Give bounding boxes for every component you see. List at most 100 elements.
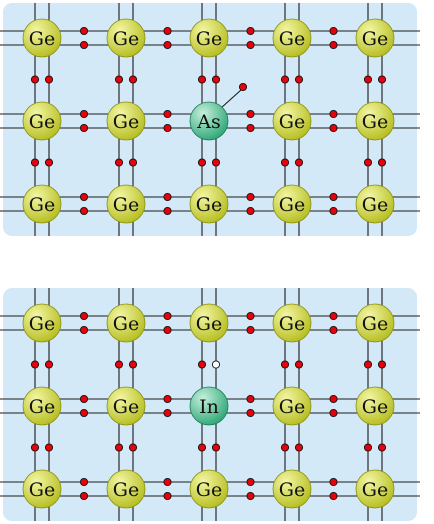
- bond-electron: [79, 109, 89, 119]
- bond-electron: [246, 477, 255, 487]
- host-atom: Ge: [22, 303, 62, 343]
- bond-electron: [79, 491, 89, 501]
- host-atom: Ge: [189, 303, 229, 343]
- atom-sphere: [106, 184, 146, 224]
- bond-electron: [163, 477, 172, 487]
- bond-electron: [363, 158, 373, 167]
- bond-electron: [329, 40, 338, 50]
- bond-electron: [211, 443, 221, 452]
- atom-sphere: [272, 469, 312, 509]
- atom-label: Ge: [29, 313, 55, 335]
- atom-sphere: [355, 18, 395, 58]
- atom-label: Ge: [362, 479, 388, 501]
- bond-electron: [329, 109, 338, 119]
- atom-label: Ge: [279, 194, 305, 216]
- host-atom: Ge: [272, 101, 312, 141]
- hole: [211, 360, 221, 369]
- bond-electron: [163, 123, 172, 133]
- bond-electron: [246, 311, 255, 321]
- host-atom: Ge: [106, 184, 146, 224]
- bond-electron: [79, 192, 89, 202]
- bond-electron: [114, 75, 124, 84]
- bond-electron: [246, 123, 255, 133]
- bond-electron: [363, 443, 373, 452]
- bond-electron: [329, 311, 338, 321]
- atom-sphere: [189, 303, 229, 343]
- bond-electron: [246, 206, 255, 216]
- bond-electron: [246, 40, 255, 50]
- bond-electron: [329, 491, 338, 501]
- atom-sphere: [355, 469, 395, 509]
- atom-sphere: [272, 303, 312, 343]
- host-atom: Ge: [272, 18, 312, 58]
- atom-sphere: [189, 18, 229, 58]
- bond-electron: [197, 360, 207, 369]
- bond-electron: [377, 443, 387, 452]
- bond-electron: [377, 158, 387, 167]
- bond-electron: [114, 158, 124, 167]
- bond-electron: [44, 158, 54, 167]
- host-atom: Ge: [189, 184, 229, 224]
- bond-electron: [377, 360, 387, 369]
- atom-label: Ge: [196, 313, 222, 335]
- atom-sphere: [189, 101, 229, 141]
- bond-electron: [246, 325, 255, 335]
- bond-electron: [114, 443, 124, 452]
- atom-sphere: [189, 184, 229, 224]
- atom-label: As: [196, 111, 220, 133]
- bond-electron: [246, 109, 255, 119]
- host-atom: Ge: [106, 101, 146, 141]
- atom-sphere: [272, 184, 312, 224]
- bond-electron: [163, 40, 172, 50]
- atom-sphere: [355, 101, 395, 141]
- bond-electron: [197, 75, 207, 84]
- atom-sphere: [189, 386, 229, 426]
- bond-electron: [280, 360, 290, 369]
- bond-electron: [79, 477, 89, 487]
- bond-electron: [163, 26, 172, 36]
- atom-label: Ge: [29, 111, 55, 133]
- atom-sphere: [189, 469, 229, 509]
- bond-electron: [246, 408, 255, 418]
- atom-label: Ge: [113, 111, 139, 133]
- bond-electron: [377, 75, 387, 84]
- host-atom: Ge: [22, 386, 62, 426]
- dopant-atom: In: [189, 386, 229, 426]
- bond-electron: [30, 360, 40, 369]
- extra-electron: [238, 82, 248, 92]
- bond-electron: [246, 192, 255, 202]
- atom-sphere: [22, 303, 62, 343]
- bond-electron: [128, 158, 138, 167]
- atom-sphere: [106, 18, 146, 58]
- bond-electron: [329, 477, 338, 487]
- host-atom: Ge: [106, 469, 146, 509]
- atom-label: Ge: [29, 396, 55, 418]
- atom-label: Ge: [362, 313, 388, 335]
- bond-electron: [197, 158, 207, 167]
- atom-sphere: [106, 303, 146, 343]
- atom-label: Ge: [279, 396, 305, 418]
- bond-electron: [163, 311, 172, 321]
- host-atom: Ge: [22, 18, 62, 58]
- atom-label: In: [199, 396, 219, 418]
- bond-electron: [44, 75, 54, 84]
- atom-label: Ge: [196, 28, 222, 50]
- bond-electron: [30, 75, 40, 84]
- bond-electron: [79, 325, 89, 335]
- bond-electron: [294, 75, 304, 84]
- bond-electron: [114, 360, 124, 369]
- bond-electron: [329, 325, 338, 335]
- bond-electron: [79, 394, 89, 404]
- bond-electron: [211, 158, 221, 167]
- bond-electron: [246, 26, 255, 36]
- atom-label: Ge: [362, 28, 388, 50]
- atom-sphere: [272, 18, 312, 58]
- host-atom: Ge: [22, 184, 62, 224]
- bond-electron: [79, 123, 89, 133]
- atom-sphere: [355, 303, 395, 343]
- host-atom: Ge: [355, 18, 395, 58]
- bond-electron: [294, 443, 304, 452]
